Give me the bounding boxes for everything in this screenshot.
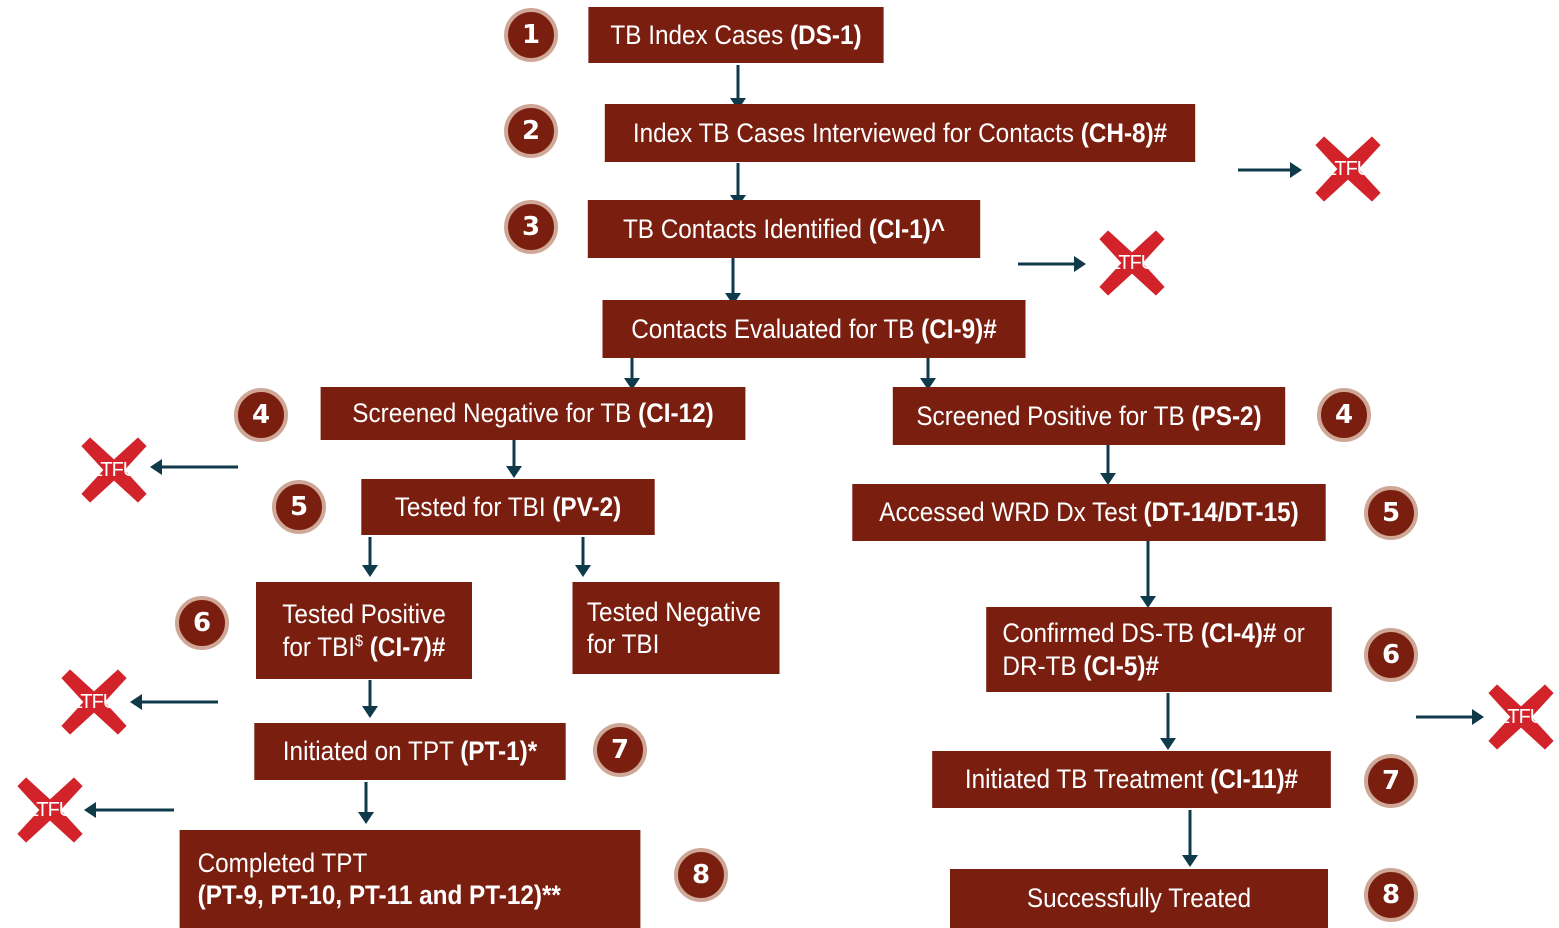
box-initiated-tpt: Initiated on TPT (PT-1)*: [254, 723, 566, 780]
ltfu-cross-icon: LTFU: [12, 772, 88, 848]
box-text: Screened Negative for TB: [352, 398, 639, 429]
box-text: Successfully Treated: [1026, 883, 1252, 914]
box-code: (CH-8)#: [1080, 117, 1168, 148]
box-text-line2: for TBI: [586, 629, 660, 659]
step-badge-8-left: 8: [674, 848, 728, 902]
ltfu-cross-icon: LTFU: [76, 432, 152, 508]
box-code: (PT-1)*: [460, 736, 538, 767]
ltfu-label: LTFU: [27, 798, 74, 821]
box-code: (PS-2): [1191, 400, 1262, 431]
box-code: (DS-1): [790, 19, 862, 50]
box-tested-for-tbi: Tested for TBI (PV-2): [361, 479, 655, 535]
box-accessed-wrd-test: Accessed WRD Dx Test (DT-14/DT-15): [852, 484, 1326, 541]
box-code: (CI-12): [638, 398, 714, 429]
box-text: Tested for TBI: [394, 491, 553, 522]
box-text: Accessed WRD Dx Test: [879, 497, 1144, 528]
box-code: (CI-11)#: [1210, 764, 1299, 795]
box-text: DR-TB: [1002, 650, 1084, 681]
box-text: Initiated on TPT: [282, 736, 461, 767]
ltfu-label: LTFU: [91, 458, 138, 481]
box-text: or: [1276, 618, 1305, 649]
box-tested-positive-tbi: Tested Positive for TBI$ (CI-7)#: [256, 582, 472, 679]
box-contacts-identified: TB Contacts Identified (CI-1)^: [587, 200, 981, 258]
box-confirmed-ds-dr-tb: Confirmed DS-TB (CI-4)# or DR-TB (CI-5)#: [986, 607, 1332, 692]
box-text-line1: Completed TPT: [197, 847, 368, 878]
box-initiated-tb-treatment: Initiated TB Treatment (CI-11)#: [932, 751, 1331, 808]
box-code: (CI-7)#: [363, 631, 446, 662]
ltfu-label: LTFU: [1498, 705, 1545, 728]
box-code: (CI-5)#: [1083, 650, 1160, 681]
box-code: (DT-14/DT-15): [1143, 497, 1299, 528]
ltfu-label: LTFU: [1325, 157, 1372, 180]
step-badge-4-left: 4: [234, 388, 288, 442]
ltfu-label: LTFU: [71, 690, 118, 713]
box-text: Index TB Cases Interviewed for Contacts: [632, 117, 1081, 148]
ltfu-cross-icon: LTFU: [1483, 679, 1559, 755]
box-contacts-evaluated: Contacts Evaluated for TB (CI-9)#: [602, 300, 1026, 358]
step-badge-1: 1: [504, 8, 558, 62]
box-tested-negative-tbi: Tested Negative for TBI: [572, 582, 780, 674]
ltfu-cross-icon: LTFU: [1094, 225, 1170, 301]
box-text-line2: for TBI: [282, 631, 356, 662]
ltfu-cross-icon: LTFU: [56, 664, 132, 740]
box-code: (PV-2): [552, 491, 622, 522]
ltfu-label: LTFU: [1109, 251, 1156, 274]
box-text: TB Contacts Identified: [622, 213, 869, 244]
box-text: Initiated TB Treatment: [964, 764, 1211, 795]
step-badge-5-right: 5: [1364, 486, 1418, 540]
box-screened-positive: Screened Positive for TB (PS-2): [892, 387, 1286, 445]
box-completed-tpt: Completed TPT (PT-9, PT-10, PT-11 and PT…: [179, 830, 641, 928]
box-code: (CI-1)^: [868, 213, 946, 244]
step-badge-6-left: 6: [175, 596, 229, 650]
box-successfully-treated: Successfully Treated: [950, 869, 1328, 928]
box-index-cases-interviewed: Index TB Cases Interviewed for Contacts …: [604, 104, 1196, 162]
step-badge-3: 3: [504, 200, 558, 254]
box-code: (CI-4)#: [1200, 618, 1277, 649]
step-badge-8-right: 8: [1364, 868, 1418, 922]
dollar-superscript: $: [355, 632, 364, 650]
step-badge-4-right: 4: [1317, 388, 1371, 442]
box-screened-negative: Screened Negative for TB (CI-12): [320, 387, 746, 440]
box-tb-index-cases: TB Index Cases (DS-1): [588, 7, 884, 63]
step-badge-7-right: 7: [1364, 754, 1418, 808]
box-text-line1: Tested Positive: [282, 599, 446, 630]
box-text: Contacts Evaluated for TB: [631, 313, 922, 344]
box-code: (CI-9)#: [921, 313, 997, 344]
box-text-line1: Tested Negative: [586, 596, 762, 627]
step-badge-2: 2: [504, 104, 558, 158]
box-code: (PT-9, PT-10, PT-11 and PT-12)**: [197, 880, 561, 910]
box-text: TB Index Cases: [610, 19, 791, 50]
step-badge-6-right: 6: [1364, 628, 1418, 682]
box-text: Confirmed DS-TB: [1002, 618, 1201, 649]
ltfu-cross-icon: LTFU: [1310, 131, 1386, 207]
step-badge-5-left: 5: [272, 480, 326, 534]
box-text: Screened Positive for TB: [916, 400, 1192, 431]
step-badge-7-left: 7: [593, 723, 647, 777]
